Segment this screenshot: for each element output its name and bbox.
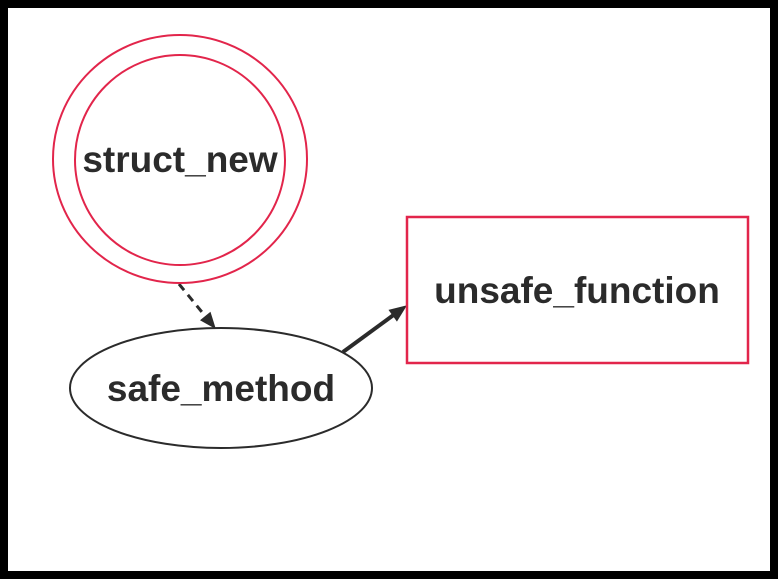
unsafe-function-rect	[405, 215, 750, 365]
unsafe-function-label: unsafe_function	[434, 270, 720, 311]
node-struct-new: struct_new	[52, 34, 308, 284]
arrowhead-icon	[388, 305, 408, 322]
struct-new-inner-circle	[74, 54, 286, 266]
edge-safe-method-to-unsafe-function	[341, 305, 408, 354]
struct-new-label: struct_new	[82, 139, 278, 180]
edge-dashed-line	[177, 283, 207, 318]
struct-new-outer-circle	[52, 34, 308, 284]
arrowhead-icon	[200, 311, 216, 330]
safe-method-ellipse	[69, 327, 373, 449]
node-unsafe-function: unsafe_function	[405, 215, 750, 365]
edge-solid-line	[341, 313, 395, 354]
safe-method-label: safe_method	[107, 368, 335, 409]
edge-struct-new-to-safe-method	[177, 283, 216, 330]
node-safe-method: safe_method	[69, 327, 373, 449]
